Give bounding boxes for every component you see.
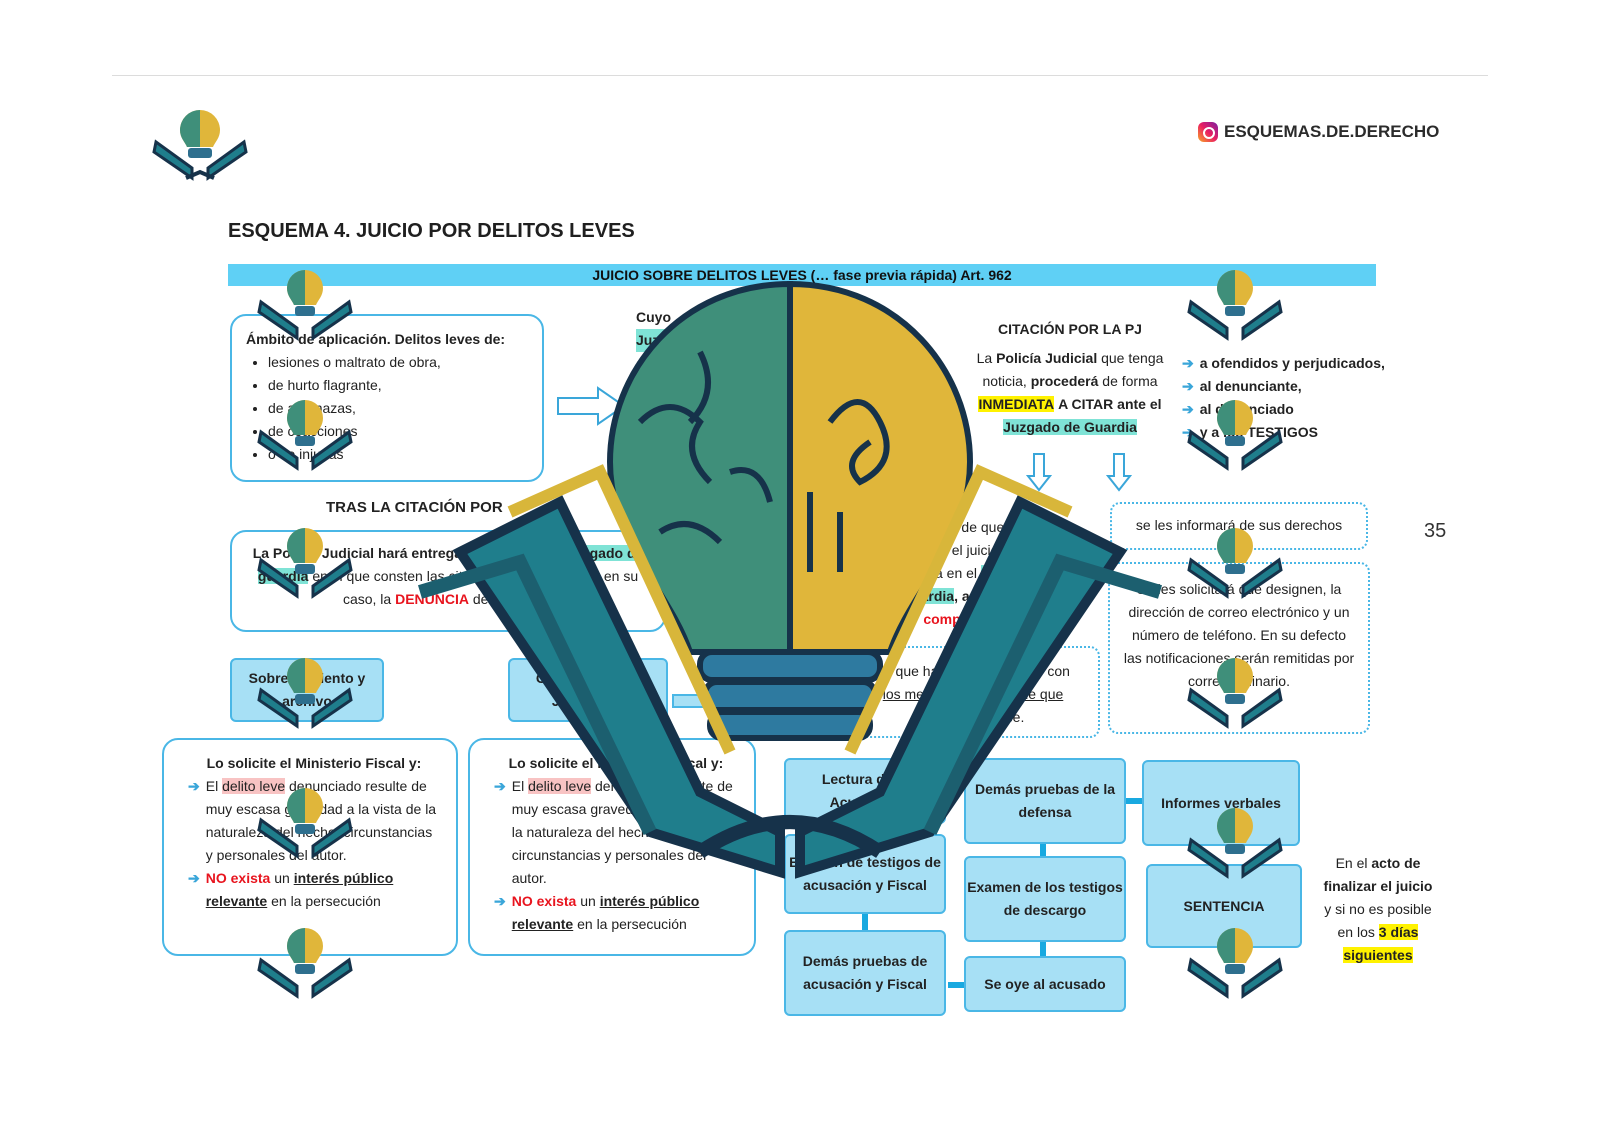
brain-bulb-book-logo-icon — [152, 110, 248, 181]
small-logo-icon — [1187, 808, 1283, 879]
citacion-heading: CITACIÓN POR LA PJ — [998, 321, 1142, 337]
lo-solicite-box-a: Lo solicite el Ministerio Fiscal y: ➔ El… — [162, 738, 458, 956]
arrow-right-icon: ➔ — [1182, 355, 1194, 371]
small-logo-icon — [1187, 658, 1283, 729]
step-examen-descargo: Examen de los testigos de descargo — [964, 856, 1126, 942]
list-item: lesiones o maltrato de obra, — [268, 351, 528, 374]
list-item: de hurto flagrante, — [268, 374, 528, 397]
arrow-right-icon: ➔ — [494, 893, 506, 909]
ambito-heading: Ámbito de aplicación. Delitos leves de: — [246, 331, 506, 347]
small-logo-icon — [257, 658, 353, 729]
final-note: En el acto de finalizar el juicio y si n… — [1323, 855, 1433, 963]
small-logo-icon — [257, 400, 353, 471]
small-logo-icon — [257, 788, 353, 859]
list-item: ➔a ofendidos y perjudicados, — [1182, 355, 1385, 371]
arrow-right-icon: ➔ — [494, 778, 506, 794]
page-number: 35 — [1424, 520, 1447, 542]
arrow-right-icon: ➔ — [188, 870, 200, 886]
connector-line — [948, 982, 964, 988]
arrow-right-icon: ➔ — [1182, 424, 1194, 440]
down-arrow-icon — [1106, 453, 1132, 492]
list-item: ➔al denunciante, — [1182, 378, 1302, 394]
right-arrow-icon — [557, 386, 626, 426]
small-logo-icon — [257, 270, 353, 341]
list-item: ➔ NO exista un interés público relevante… — [494, 890, 738, 936]
brain-bulb-book-watermark-icon — [417, 280, 1163, 879]
small-logo-icon — [1187, 928, 1283, 999]
connector-line — [1126, 798, 1142, 804]
instagram-brand[interactable]: ESQUEMAS.DE.DERECHO — [1198, 122, 1439, 142]
main-banner: JUICIO SOBRE DELITOS LEVES (… fase previ… — [228, 264, 1376, 286]
small-logo-icon — [257, 928, 353, 999]
arrow-right-icon: ➔ — [1182, 378, 1194, 394]
cuyo-line: Cuyo — [636, 309, 671, 325]
list-item: ➔ NO exista un interés público relevante… — [188, 867, 440, 913]
small-logo-icon — [257, 528, 353, 599]
header-divider — [112, 75, 1488, 76]
instagram-icon — [1198, 122, 1218, 142]
arrow-right-icon: ➔ — [1182, 401, 1194, 417]
down-arrow-icon — [1026, 453, 1052, 492]
tras-citacion-heading: TRAS LA CITACIÓN POR — [326, 499, 503, 516]
small-logo-icon — [1187, 400, 1283, 471]
step-oye-acusado: Se oye al acusado — [964, 956, 1126, 1012]
citacion-block: CITACIÓN POR LA PJ La Policía Judicial q… — [970, 318, 1170, 439]
step-demas-acusacion: Demás pruebas de acusación y Fiscal — [784, 930, 946, 1016]
step-demas-defensa: Demás pruebas de la defensa — [964, 758, 1126, 844]
page-title: ESQUEMA 4. JUICIO POR DELITOS LEVES — [228, 220, 635, 242]
small-logo-icon — [1187, 528, 1283, 599]
arrow-right-icon: ➔ — [188, 778, 200, 794]
small-logo-icon — [1187, 270, 1283, 341]
brand-text: ESQUEMAS.DE.DERECHO — [1224, 122, 1440, 141]
citacion-text: La Policía Judicial que tenga noticia, p… — [976, 350, 1164, 435]
lo-solicite-heading: Lo solicite el Ministerio Fiscal y: — [206, 755, 422, 771]
